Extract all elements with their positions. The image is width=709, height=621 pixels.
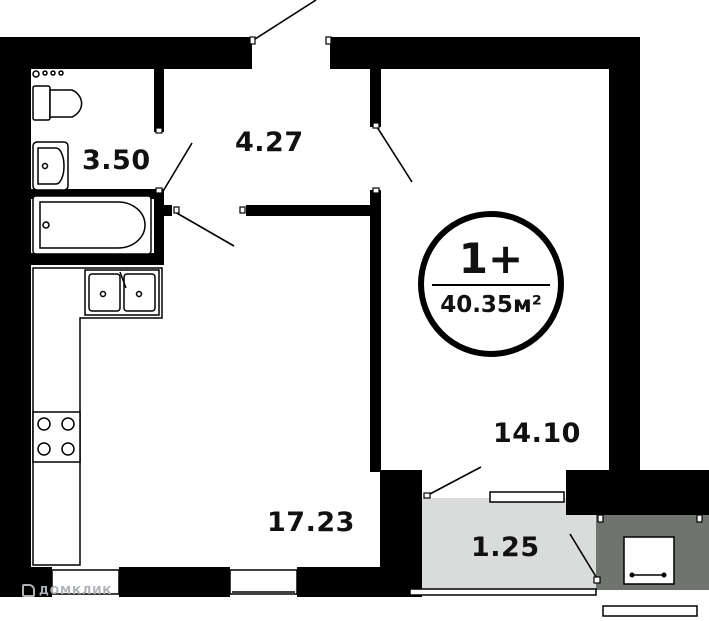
room-area-kitchen: 17.23: [267, 507, 355, 538]
domclick-logo-icon: [22, 584, 35, 597]
door-swings: [161, 0, 599, 581]
exterior-walls: [0, 37, 709, 597]
windows: [51, 491, 698, 617]
door-hinges: [155, 36, 703, 584]
room-area-living-room: 14.10: [493, 418, 581, 449]
badge-room-count: 1+: [458, 234, 524, 283]
room-area-balcony: 1.25: [471, 532, 540, 563]
room-area-bathroom: 3.50: [82, 145, 151, 176]
balcony-floor: [410, 498, 596, 593]
bathroom-fixtures: [32, 70, 152, 255]
interior-walls: [31, 69, 381, 472]
apartment-badge: [418, 211, 564, 357]
room-area-hall: 4.27: [235, 127, 304, 158]
shaft-detail: [623, 536, 675, 585]
watermark-text: ДОМКЛИК: [39, 584, 113, 597]
watermark: ДОМКЛИК: [22, 584, 112, 597]
badge-total-area: 40.35м²: [440, 292, 542, 318]
kitchen-fixtures: [32, 267, 163, 566]
